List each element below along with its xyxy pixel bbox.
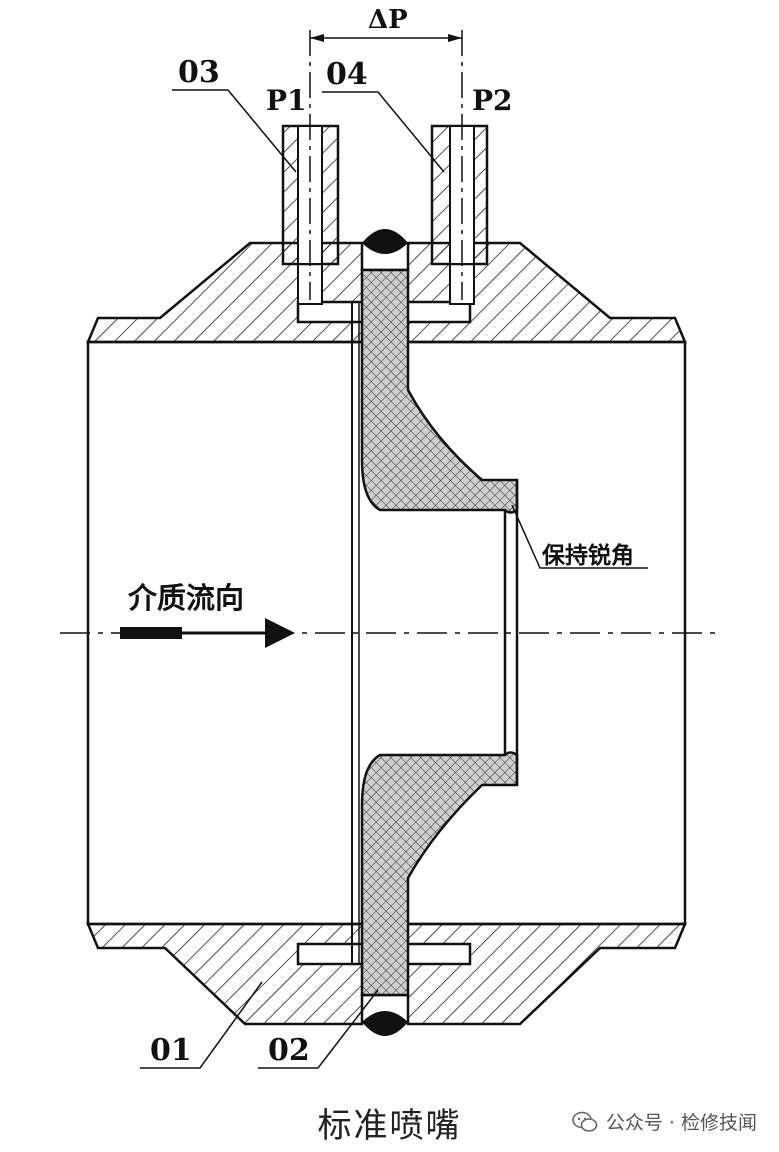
p2-label: P2 — [472, 84, 513, 117]
flow-arrow-tail — [120, 627, 182, 639]
watermark-text: 公众号 · 检修技闻 — [605, 1112, 757, 1134]
delta-p-arrow-left — [310, 34, 324, 42]
leader-03 — [172, 89, 297, 173]
watermark: 公众号 · 检修技闻 — [572, 1108, 757, 1135]
leader-02 — [258, 989, 379, 1069]
wechat-icon — [572, 1111, 598, 1132]
delta-p-label: ΔP — [368, 5, 408, 35]
leader-04 — [322, 91, 445, 173]
leader-sharp-edge — [511, 504, 648, 569]
standard-nozzle-drawing: ΔP 03 04 P1 P2 保持锐角 介质流向 01 02 — [60, 5, 715, 1069]
sharp-edge-label: 保持锐角 — [541, 542, 634, 569]
part-01-label: 01 — [150, 1033, 192, 1068]
bottom-weld-bead — [362, 1011, 408, 1036]
delta-p-arrow-right — [448, 34, 462, 42]
top-weld-bead — [362, 229, 408, 254]
part-04-label: 04 — [326, 57, 368, 92]
part-03-label: 03 — [178, 55, 220, 90]
p1-label: P1 — [266, 84, 307, 117]
figure-caption: 标准喷嘴 — [317, 1106, 462, 1146]
nozzle-lower-section — [360, 751, 519, 997]
leader-01 — [140, 981, 263, 1069]
part-02-label: 02 — [268, 1033, 310, 1068]
flow-direction-label: 介质流向 — [127, 581, 244, 615]
nozzle-upper-section — [360, 268, 519, 514]
